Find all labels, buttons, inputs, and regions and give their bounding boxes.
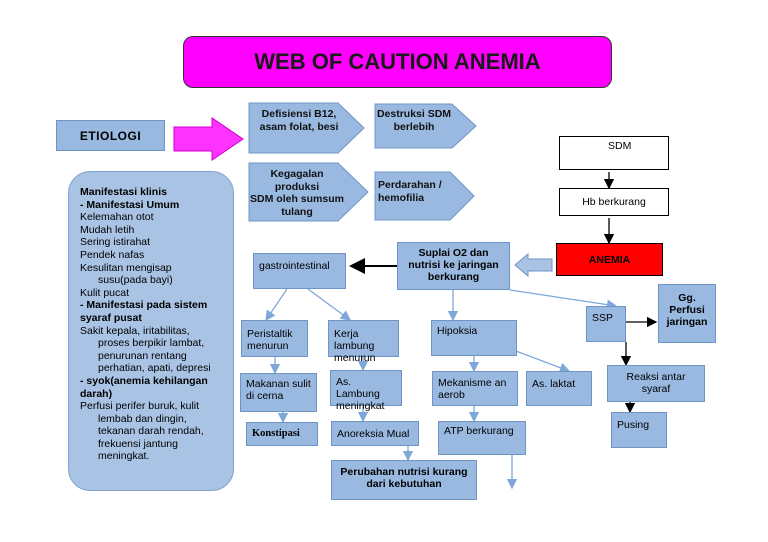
manifestasi-kulit: Kulit pucat <box>80 286 130 299</box>
reaksi-box: Reaksi antar syaraf <box>607 365 705 402</box>
manifestasi-syok-sub: tekanan darah rendah, <box>98 425 204 438</box>
manifestasi-syok-sub: frekuensi jantung <box>98 437 178 450</box>
gg-perfusi-box: Gg. Perfusi jaringan <box>658 284 716 343</box>
hb-box: Hb berkurang <box>559 188 669 216</box>
anoreksia-box: Anoreksia Mual <box>331 421 419 446</box>
manifestasi-syaraf-heading: - Manifestasi pada sistem syaraf pusat <box>80 299 208 324</box>
manifestasi-umum-item: Sering istirahat <box>80 236 151 249</box>
manifestasi-umum-heading: - Manifestasi Umum <box>80 198 180 211</box>
kegagalan-shape <box>248 162 369 222</box>
kerja-lambung-box: Kerja lambung menurun <box>328 320 399 364</box>
manifestasi-panel: Manifestasi klinis - Manifestasi Umum Ke… <box>68 171 234 491</box>
as-lambung-box: As. Lambung meningkat <box>330 370 402 412</box>
manifestasi-syok-lead: Perfusi perifer buruk, kulit <box>80 400 200 413</box>
page-title: WEB OF CAUTION ANEMIA <box>183 36 612 88</box>
manifestasi-syaraf-lead: Sakit kepala, iritabilitas, <box>80 324 190 337</box>
manifestasi-syaraf-sub: penurunan rentang <box>98 349 187 362</box>
makanan-box: Makanan sulit di cerna <box>240 373 317 412</box>
pusing-box: Pusing <box>611 412 667 448</box>
anemia-left-arrow <box>514 252 553 278</box>
peristaltik-box: Peristaltik menurun <box>241 320 308 357</box>
defisiensi-shape <box>248 102 365 154</box>
hipoksia-box: Hipoksia <box>431 320 517 356</box>
manifestasi-syok-heading: - syok(anemia kehilangan darah) <box>80 374 208 400</box>
manifestasi-syok-sub: meningkat. <box>98 450 150 463</box>
manifestasi-umum-item: Pendek nafas <box>80 248 145 261</box>
manifestasi-syaraf-sub: proses berpikir lambat, <box>98 337 205 350</box>
suplai-box: Suplai O2 dan nutrisi ke jaringan berkur… <box>397 242 510 290</box>
mekanisme-box: Mekanisme an aerob <box>432 371 518 406</box>
perdarahan-shape <box>374 171 475 221</box>
manifestasi-umum-item: Kesulitan mengisap <box>80 261 172 274</box>
anemia-box: ANEMIA <box>556 243 663 276</box>
gastro-box: gastrointestinal <box>253 253 346 289</box>
perdarahan-label: Perdarahan /hemofilia <box>378 179 442 204</box>
ssp-box: SSP <box>586 306 626 342</box>
perubahan-nutrisi-box: Perubahan nutrisi kurang dari kebutuhan <box>331 460 477 500</box>
manifestasi-umum-sub: susu(pada bayi) <box>98 274 173 287</box>
manifestasi-syok-sub: lembab dan dingin, <box>98 412 187 425</box>
konstipasi-box: Konstipasi <box>246 422 318 446</box>
destruksi-shape <box>374 103 477 149</box>
manifestasi-umum-item: Kelemahan otot <box>80 211 154 224</box>
manifestasi-heading: Manifestasi klinis <box>80 186 167 198</box>
manifestasi-umum-item: Mudah letih <box>80 223 135 236</box>
defisiensi-label: Defisiensi B12,asam folat, besi <box>259 108 339 133</box>
etiologi-box: ETIOLOGI <box>56 120 165 151</box>
sdm-box: SDM <box>559 136 669 170</box>
as-laktat-box: As. laktat <box>526 371 592 406</box>
manifestasi-syaraf-sub: perhatian, apati, depresi <box>98 362 211 375</box>
atp-box: ATP berkurang <box>438 421 526 455</box>
etiologi-arrow <box>173 117 244 161</box>
